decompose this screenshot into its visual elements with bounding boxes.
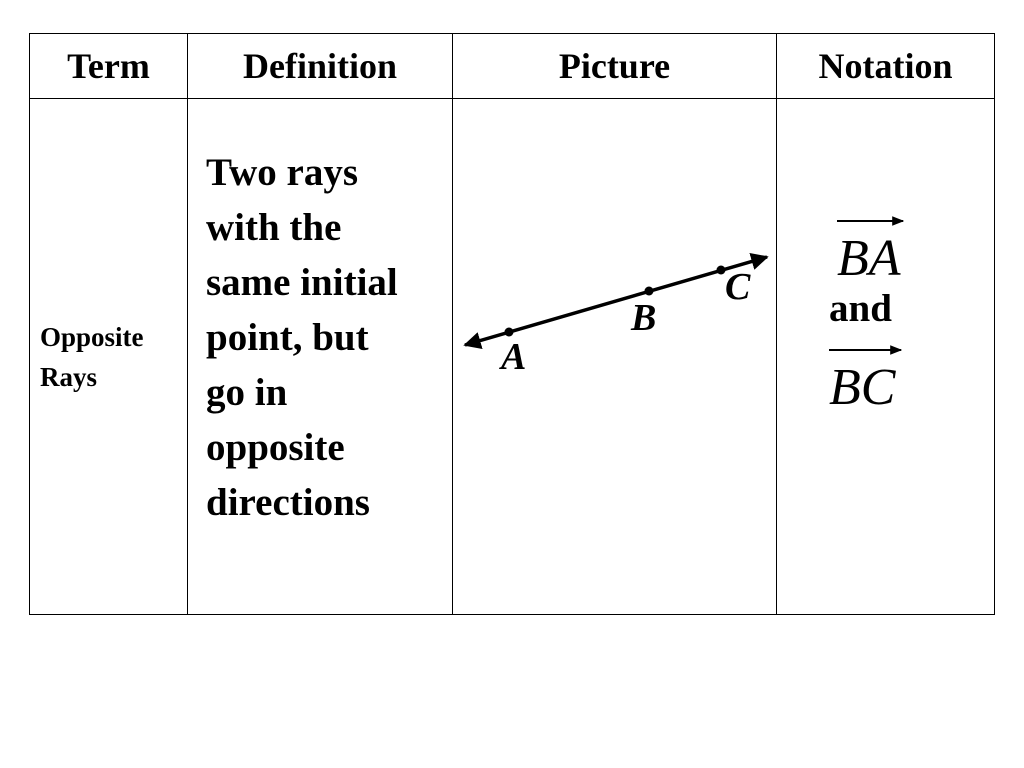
definition-line: opposite — [206, 426, 345, 469]
point-c-dot — [716, 265, 726, 275]
definition-text: Two rays with the same initial point, bu… — [206, 145, 446, 530]
notation-conjunction: and — [829, 287, 892, 330]
header-picture: Picture — [452, 33, 777, 99]
point-c-label: C — [725, 266, 751, 308]
definition-line: with the — [206, 206, 342, 249]
definition-cell: Two rays with the same initial point, bu… — [187, 98, 453, 615]
line-through-points — [463, 253, 769, 349]
term-line: Opposite — [40, 322, 144, 352]
point-a-dot — [504, 327, 514, 337]
picture-cell: A B C — [452, 98, 777, 615]
header-term: Term — [29, 33, 188, 99]
term-cell: Opposite Rays — [29, 98, 188, 615]
ray-bc-label: BC — [829, 359, 897, 416]
point-b-label: B — [630, 297, 656, 339]
term-line: Rays — [40, 362, 98, 392]
point-b-dot — [644, 286, 654, 296]
header-definition: Definition — [187, 33, 453, 99]
point-a-label: A — [499, 336, 526, 378]
definition-line: directions — [206, 481, 370, 524]
header-notation: Notation — [776, 33, 995, 99]
notation-diagram: BA and BC — [829, 216, 905, 416]
ray-ba-label: BA — [837, 230, 901, 287]
definition-line: Two rays — [206, 151, 359, 194]
vocabulary-table: Term Definition Picture Notation Opposit… — [29, 33, 995, 615]
definition-line: same initial — [206, 261, 398, 304]
opposite-rays-diagram: A B C — [463, 253, 769, 378]
notation-cell: BA and BC — [776, 98, 995, 615]
term-text: Opposite Rays — [40, 317, 144, 397]
definition-line: go in — [206, 371, 288, 414]
header-row: Term Definition Picture Notation — [29, 33, 995, 99]
definition-line: point, but — [206, 316, 369, 359]
table-row: Opposite Rays Two rays with the same ini… — [29, 98, 995, 615]
